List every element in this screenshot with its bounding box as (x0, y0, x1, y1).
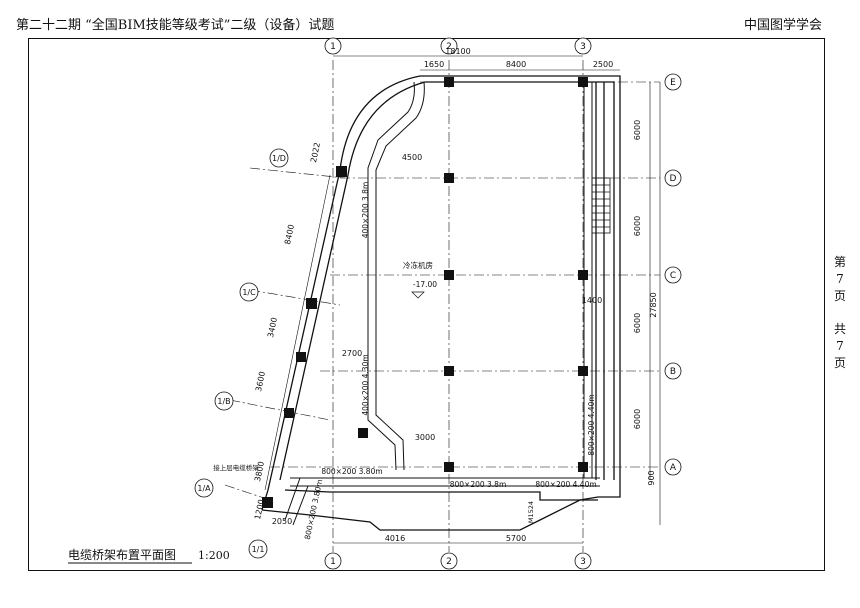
side-char: 共 (833, 322, 846, 336)
grid-bottom-2: 2 (446, 557, 452, 567)
dim-8400-left: 8400 (283, 224, 296, 246)
grid-right-d: D (670, 174, 677, 184)
tray-label-2: 400×200 4.30m (361, 354, 370, 415)
tray-label-5: 800×200 4.40m (535, 480, 596, 489)
dim-1650: 1650 (424, 60, 444, 69)
tray-label-3: 800×200 3.80m (321, 467, 382, 476)
stair (591, 177, 611, 234)
tray-label-7: 800×200 3.80m (303, 479, 325, 541)
side-char: 第 (833, 255, 846, 269)
connect-label: 接上层电缆桥架 (213, 463, 259, 472)
dim-3400: 3400 (266, 317, 279, 339)
dim-2700: 2700 (342, 349, 362, 358)
side-char: 7 (836, 339, 844, 353)
dimension-texts: 18100 1650 8400 2500 4500 2700 3000 1400… (253, 47, 658, 543)
dim-8400: 8400 (506, 60, 526, 69)
grid-right-c: C (670, 271, 676, 281)
grid-left-1c: 1/C (242, 288, 256, 297)
dim-2500: 2500 (593, 60, 613, 69)
grid-bottom-1: 1 (330, 557, 336, 567)
grid-left-1a: 1/A (197, 484, 211, 493)
dim-2050: 2050 (272, 517, 292, 526)
tray-label-6: 800×200 4.40m (587, 394, 596, 455)
dim-6000-1: 6000 (633, 120, 642, 140)
grid-top-2: 2 (446, 42, 452, 52)
elevation-label: -17.00 (413, 280, 437, 289)
dim-1400: 1400 (582, 296, 602, 305)
grid-top-1: 1 (330, 42, 336, 52)
dim-6000-2: 6000 (633, 216, 642, 236)
side-char: 页 (833, 289, 846, 303)
drawing-frame (28, 38, 825, 571)
dim-4500: 4500 (402, 153, 422, 162)
grid-left-1b: 1/B (217, 397, 230, 406)
grid-left-1d: 1/D (272, 154, 286, 163)
drawing-title: 电缆桥架布置平面图 (68, 548, 176, 562)
header-right-org: 中国图学学会 (743, 18, 822, 33)
dimension-lines (264, 55, 661, 544)
dim-2022: 2022 (309, 142, 322, 164)
grid-top-3: 3 (580, 42, 586, 52)
dim-3800: 3800 (253, 461, 266, 483)
tray-labels: 400×200 3.8m 400×200 4.30m 800×200 3.80m… (213, 182, 596, 541)
room-label: 冷冻机房 (403, 260, 433, 270)
dim-5700: 5700 (506, 534, 526, 543)
tray-label-1: 400×200 3.8m (361, 182, 370, 239)
door-label: M1524 (527, 501, 535, 523)
dim-1200: 1200 (253, 499, 266, 521)
cable-trays (284, 81, 600, 526)
grid-right-b: B (670, 367, 676, 377)
grid-bubbles (194, 37, 682, 570)
tray-label-4: 800×200 3.8m (450, 480, 507, 489)
grid-right-e: E (670, 78, 676, 88)
side-char: 7 (836, 272, 844, 286)
header-left-title: 第二十二期 “全国BIM技能等级考试”二级（设备）试题 (16, 18, 335, 33)
dim-18100: 18100 (445, 47, 470, 56)
columns (262, 77, 588, 508)
dim-6000-4: 6000 (633, 409, 642, 429)
side-char: 页 (833, 356, 846, 370)
grid-bottom-3: 3 (580, 557, 586, 567)
dim-4016: 4016 (385, 534, 405, 543)
dim-3600: 3600 (254, 371, 267, 393)
dim-27850: 27850 (649, 292, 658, 317)
grid-right-a: A (670, 463, 677, 473)
dim-3000: 3000 (415, 433, 435, 442)
drawing-scale: 1:200 (198, 549, 230, 562)
dim-6000-3: 6000 (633, 313, 642, 333)
elevation-symbol (411, 291, 425, 299)
dim-900: 900 (647, 470, 656, 485)
grid-left-11: 1/1 (252, 545, 265, 554)
